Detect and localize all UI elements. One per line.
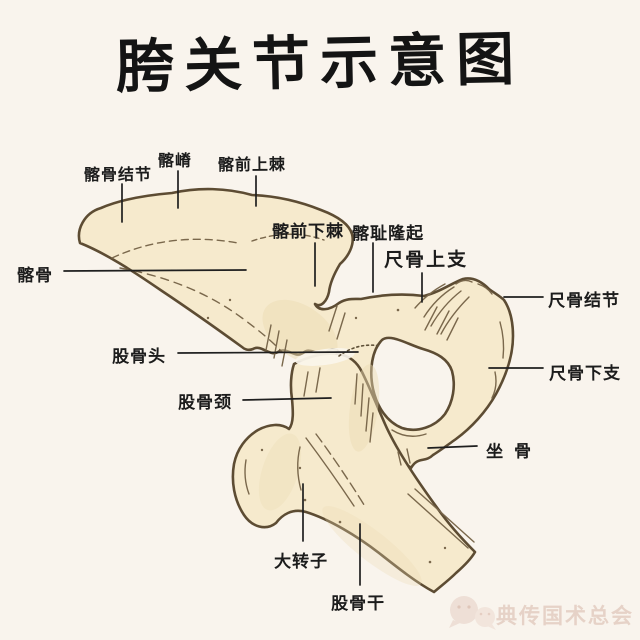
sketch-dots — [206, 298, 447, 564]
label-pubic-tubercle: 尺骨结节 — [547, 290, 621, 312]
label-asis: 髂前上棘 — [217, 154, 287, 175]
label-femoral-neck: 股骨颈 — [177, 392, 233, 414]
femoral-head-hidden-outline — [338, 344, 382, 357]
label-iliopubic-eminence: 髂耻隆起 — [351, 223, 425, 245]
label-iliac-crest: 髂嵴 — [157, 150, 193, 171]
watermark-text: 典传国术总会 — [496, 604, 634, 628]
label-ischium: 坐骨 — [485, 441, 543, 463]
chat-bubbles-logo-icon — [449, 596, 496, 630]
label-femoral-shaft: 股骨干 — [330, 593, 386, 615]
leader-ilium — [63, 269, 247, 272]
leader-femoral-neck — [242, 397, 332, 401]
leader-lines — [63, 170, 544, 586]
sketch-details — [111, 233, 505, 549]
label-pubic-inferior-ramus: 尺骨下支 — [548, 363, 622, 385]
leader-femoral-head — [177, 351, 359, 354]
femur-bone-shape — [231, 352, 477, 594]
label-greater-trochanter: 大转子 — [273, 551, 329, 573]
label-pubic-superior-ramus: 尺骨上支 — [383, 248, 469, 272]
label-iliac-tubercle: 髂骨结节 — [83, 164, 153, 185]
leader-ischium — [427, 445, 478, 449]
label-aiis: 髂前下棘 — [271, 221, 345, 243]
page-title: 胯关节示意图 — [115, 24, 525, 102]
label-femoral-head: 股骨头 — [111, 346, 167, 368]
label-ilium: 髂骨 — [16, 265, 54, 287]
